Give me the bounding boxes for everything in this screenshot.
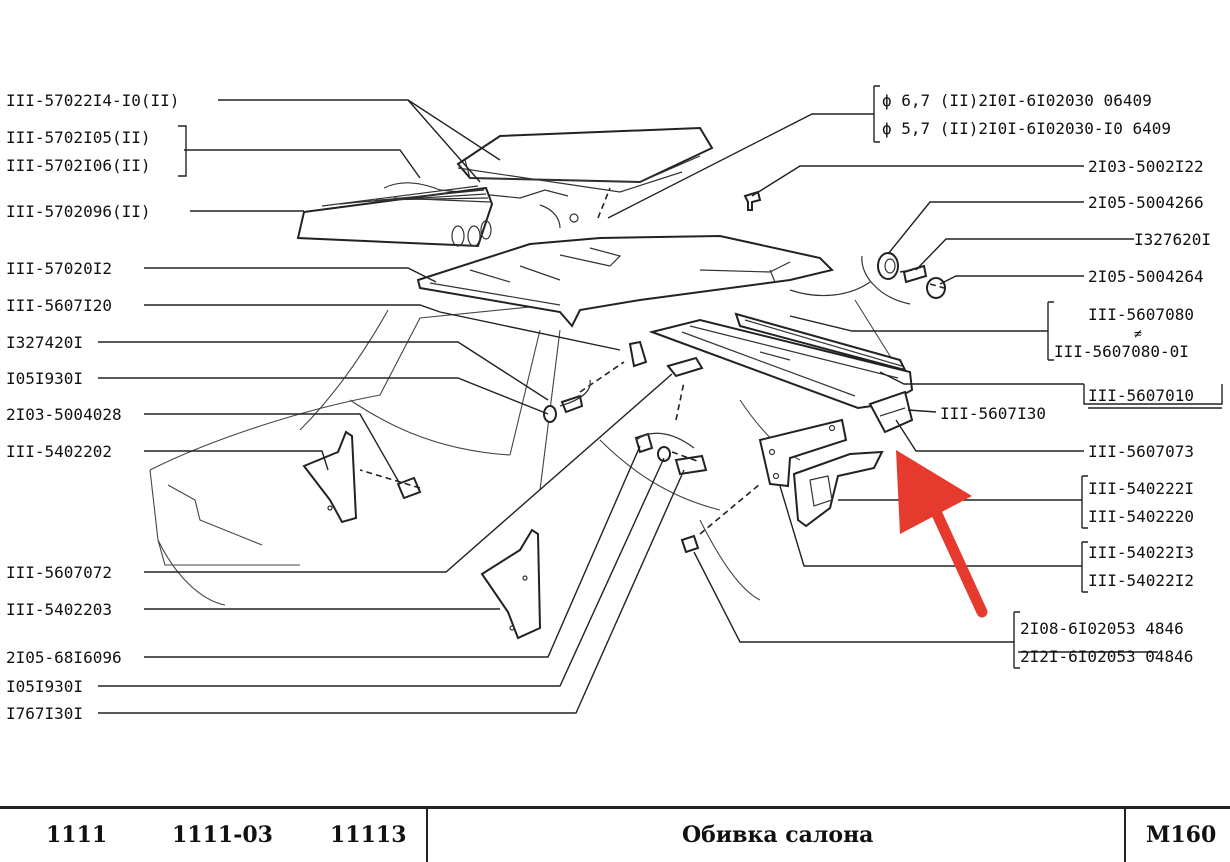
label-left-8: I05I930I bbox=[6, 369, 83, 388]
leader-lines-left bbox=[98, 99, 685, 714]
red-arrow bbox=[896, 450, 988, 618]
label-right-13: III-54022I2 bbox=[1088, 571, 1194, 590]
label-right-6: III-5607080-0I bbox=[1054, 342, 1189, 361]
label-left-7: I327420I bbox=[6, 333, 83, 352]
label-right-11: III-5402220 bbox=[1088, 507, 1194, 526]
labels-right: ϕ 6,7 (II)2I0I-6I02030 06409 ϕ 5,7 (II)2… bbox=[882, 91, 1211, 666]
label-right-9: III-5607073 bbox=[1088, 442, 1194, 461]
label-right-4: 2I05-5004264 bbox=[1088, 267, 1204, 286]
sunroof-panel bbox=[456, 126, 714, 193]
label-left-11: III-5607072 bbox=[6, 563, 112, 582]
label-left-3: III-5702I06(II) bbox=[6, 156, 151, 175]
assembly-arrows bbox=[359, 187, 945, 535]
label-right-7: III-5607010 bbox=[1088, 386, 1194, 405]
label-right-8: III-5607I30 bbox=[940, 404, 1046, 423]
label-diameter-5-7: ϕ 5,7 (II)2I0I-6I02030-I0 6409 bbox=[882, 119, 1171, 138]
title-block-divider-right bbox=[1124, 809, 1127, 862]
label-left-15: I767I30I bbox=[6, 704, 83, 723]
roller-blind bbox=[296, 185, 494, 248]
label-left-10: III-5402202 bbox=[6, 442, 112, 461]
label-left-9: 2I03-5004028 bbox=[6, 405, 122, 424]
label-right-3: I327620I bbox=[1134, 230, 1211, 249]
title-block-divider-left bbox=[426, 809, 429, 862]
label-left-4: III-5702096(II) bbox=[6, 202, 151, 221]
quarter-trim bbox=[758, 418, 884, 528]
label-left-5: III-57020I2 bbox=[6, 259, 112, 278]
model-code-3: 11113 bbox=[330, 822, 407, 848]
headliner bbox=[416, 234, 834, 328]
model-code-2: 1111-03 bbox=[172, 822, 273, 848]
label-right-1: 2I03-5002I22 bbox=[1088, 157, 1204, 176]
labels-left: III-57022I4-I0(II) III-5702I05(II) III-5… bbox=[6, 91, 179, 723]
label-diameter-6-7: ϕ 6,7 (II)2I0I-6I02030 06409 bbox=[882, 91, 1152, 110]
title-block: 1111 1111-03 11113 Обивка салона М160 bbox=[0, 806, 1230, 862]
label-left-14: I05I930I bbox=[6, 677, 83, 696]
label-right-5: III-5607080 bbox=[1088, 305, 1194, 324]
rear-shelf bbox=[648, 312, 914, 410]
label-right-15: 2I2I-6I02053 04846 bbox=[1020, 647, 1193, 666]
model-code-1: 1111 bbox=[46, 822, 108, 848]
label-left-13: 2I05-68I6096 bbox=[6, 648, 122, 667]
label-left-1: III-57022I4-I0(II) bbox=[6, 91, 179, 110]
label-left-6: III-5607I20 bbox=[6, 296, 112, 315]
label-left-12: III-5402203 bbox=[6, 600, 112, 619]
label-not-equal-mark: ≠ bbox=[1134, 327, 1142, 342]
label-right-2: 2I05-5004266 bbox=[1088, 193, 1204, 212]
red-arrow-head bbox=[896, 450, 972, 534]
pillar-trim-lower bbox=[480, 528, 542, 640]
seal-strips bbox=[383, 182, 579, 229]
label-brackets-left bbox=[178, 125, 187, 177]
sheet-title: Обивка салона bbox=[682, 822, 874, 848]
pillar-trim-upper bbox=[302, 430, 358, 524]
page-code: М160 bbox=[1146, 822, 1217, 848]
shelf-end-bracket bbox=[868, 390, 914, 434]
label-left-2: III-5702I05(II) bbox=[6, 128, 151, 147]
label-right-14: 2I08-6I02053 4846 bbox=[1020, 619, 1184, 638]
label-right-12: III-54022I3 bbox=[1088, 543, 1194, 562]
label-right-10: III-540222I bbox=[1088, 479, 1194, 498]
